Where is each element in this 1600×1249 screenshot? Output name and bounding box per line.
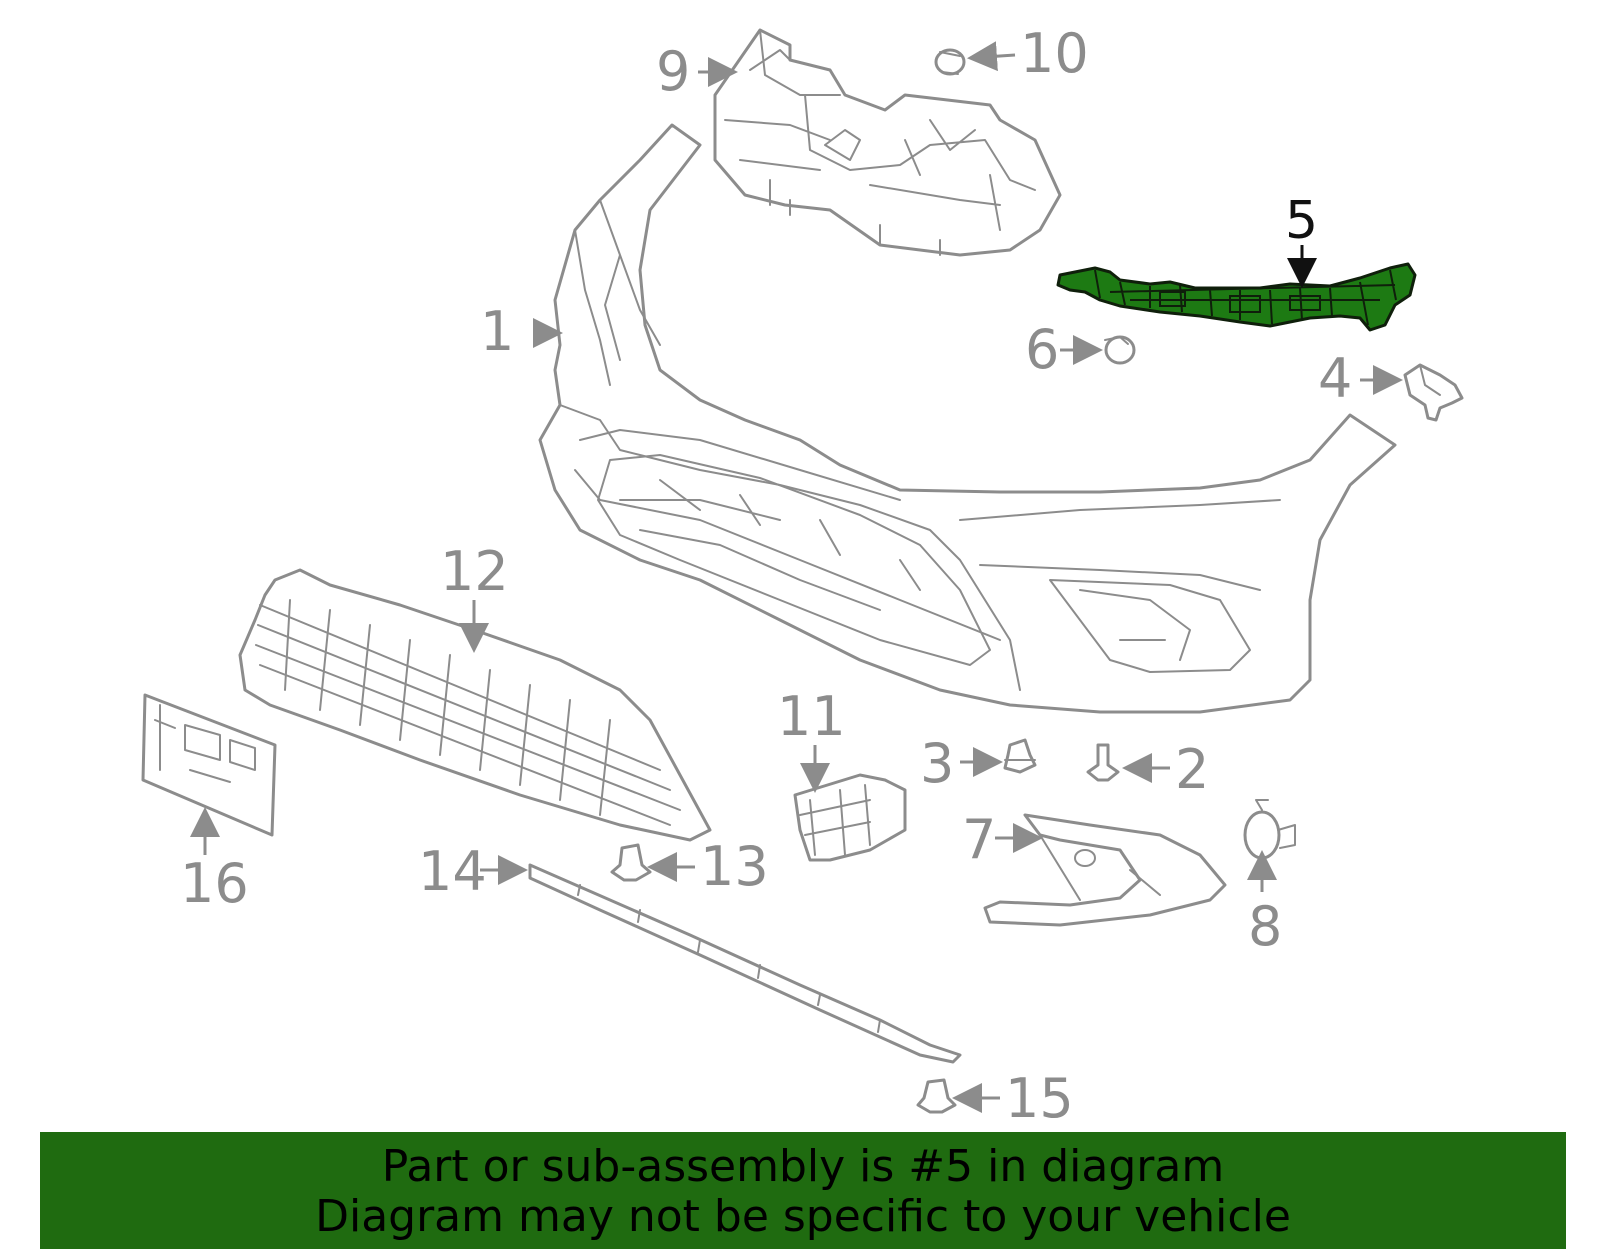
callout-10: 10	[1020, 22, 1089, 85]
part-16-license-bracket	[141, 693, 277, 837]
part-3-push-clip	[1003, 738, 1037, 774]
callout-7: 7	[962, 808, 996, 871]
part-2-screw	[1086, 743, 1120, 782]
part-12-lower-grille	[238, 568, 712, 842]
part-15-clip	[916, 1078, 957, 1114]
callout-8: 8	[1248, 895, 1282, 958]
part-13-clip	[610, 843, 652, 882]
callout-16: 16	[180, 852, 249, 915]
callout-5: 5	[1285, 191, 1318, 251]
banner-line-part-number: Part or sub-assembly is #5 in diagram	[381, 1141, 1225, 1192]
banner-line-disclaimer: Diagram may not be specific to your vehi…	[315, 1191, 1291, 1242]
callout-9: 9	[656, 40, 690, 103]
part-6-clip	[1104, 335, 1136, 365]
callout-3: 3	[920, 732, 954, 795]
callout-6: 6	[1025, 318, 1059, 381]
callout-11: 11	[777, 685, 846, 748]
part-4-side-bracket	[1403, 363, 1464, 422]
callout-2: 2	[1175, 738, 1209, 801]
callout-14: 14	[418, 840, 487, 903]
callout-4: 4	[1318, 347, 1352, 410]
info-banner: Part or sub-assembly is #5 in diagram Di…	[40, 1132, 1566, 1249]
part-10-clip	[934, 48, 966, 76]
callout-13: 13	[700, 835, 769, 898]
leader-lines	[190, 41, 1403, 1113]
part-1-bumper-cover	[538, 123, 1397, 714]
part-14-lower-strip	[528, 863, 962, 1064]
callout-12: 12	[440, 540, 509, 603]
callout-1: 1	[480, 300, 514, 363]
callout-15: 15	[1005, 1067, 1074, 1130]
part-5-highlighted-bracket	[1056, 262, 1417, 332]
part-9-upper-bracket	[713, 28, 1062, 257]
part-7-fog-bezel	[983, 813, 1227, 927]
part-8-cap	[1243, 799, 1296, 860]
part-11-bracket	[793, 773, 907, 862]
